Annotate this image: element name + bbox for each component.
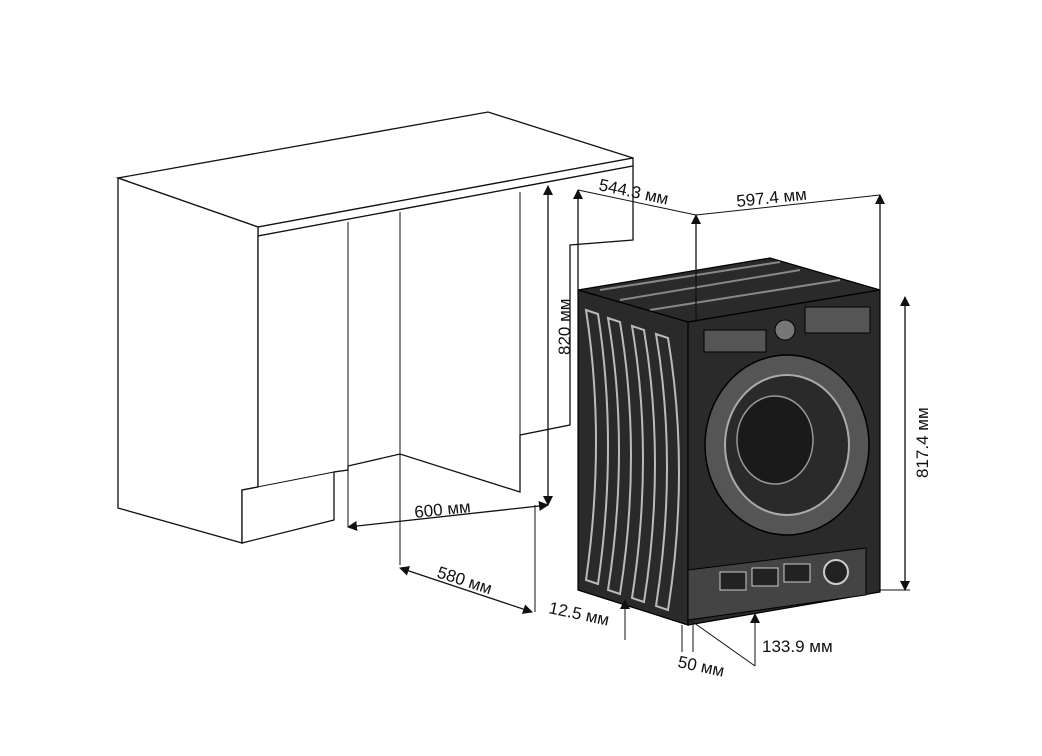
label-foot-height: 12.5 мм [547,598,611,629]
label-machine-width: 597.4 мм [735,185,807,211]
label-cabinet-depth: 580 мм [435,563,495,599]
label-machine-height: 817.4 мм [913,407,932,478]
label-plinth-depth: 133.9 мм [762,637,833,656]
label-cabinet-width: 600 мм [413,497,471,522]
label-foot-offset: 50 мм [676,652,726,680]
kitchen-cabinet [115,111,634,544]
washing-machine [577,257,881,626]
dimension-lines [347,185,910,667]
label-cabinet-height: 820 мм [555,299,574,355]
